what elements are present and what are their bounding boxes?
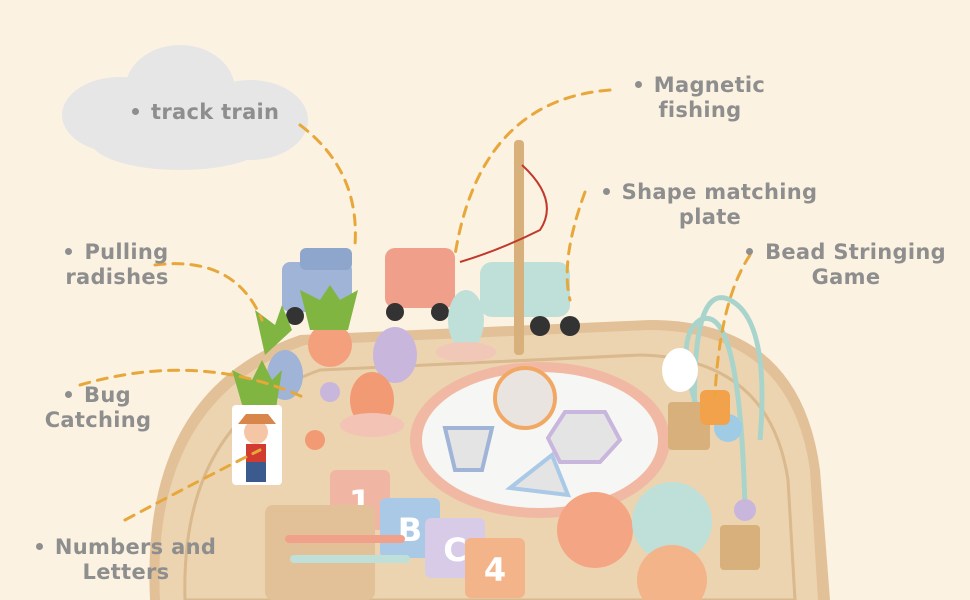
- shape-matching-plate: [410, 362, 670, 518]
- bullet-icon: [132, 107, 139, 115]
- feature-numbers-letters: Numbers and Letters: [20, 535, 232, 585]
- block-4: 4: [484, 551, 506, 589]
- feature-label: Numbers and: [54, 535, 217, 559]
- feature-label: track train: [151, 100, 280, 124]
- feature-label: Shape matching: [621, 180, 818, 204]
- leader-lines: [78, 88, 752, 522]
- farmer-figure: [232, 405, 282, 485]
- block-2: B: [398, 511, 422, 549]
- gears: [557, 482, 712, 600]
- feature-pulling-radishes: Pulling radishes: [42, 240, 192, 290]
- feature-bead-stringing: Bead Stringing Game: [730, 240, 962, 290]
- bead-maze: [662, 295, 765, 570]
- block-3: C: [443, 531, 466, 569]
- bullet-icon: [746, 247, 754, 255]
- bug-toys: [305, 327, 417, 450]
- feature-shape-matching: Shape matching plate: [585, 180, 835, 230]
- bullet-icon: [35, 542, 43, 550]
- feature-label: Pulling: [84, 240, 169, 264]
- cloud-icon: [62, 45, 308, 170]
- feature-label: Catching: [44, 408, 152, 432]
- feature-label: Magnetic: [653, 73, 766, 97]
- feature-track-train: track train: [132, 100, 279, 125]
- feature-label: fishing: [658, 98, 742, 122]
- feature-label: Bead Stringing: [765, 240, 946, 264]
- bullet-icon: [65, 390, 73, 398]
- magnetic-fishing-pole: [436, 140, 548, 362]
- letter-blocks: 1 B C 4: [265, 470, 525, 600]
- feature-label: Bug: [84, 383, 131, 407]
- bullet-icon: [634, 80, 642, 88]
- feature-magnetic-fishing: Magnetic fishing: [620, 73, 780, 123]
- feature-label: radishes: [65, 265, 169, 289]
- bullet-icon: [602, 187, 610, 195]
- feature-label: Game: [811, 265, 881, 289]
- feature-label: plate: [678, 205, 742, 229]
- feature-label: Letters: [82, 560, 170, 584]
- bullet-icon: [65, 247, 73, 255]
- feature-bug-catching: Bug Catching: [28, 383, 168, 433]
- radishes: [232, 285, 358, 415]
